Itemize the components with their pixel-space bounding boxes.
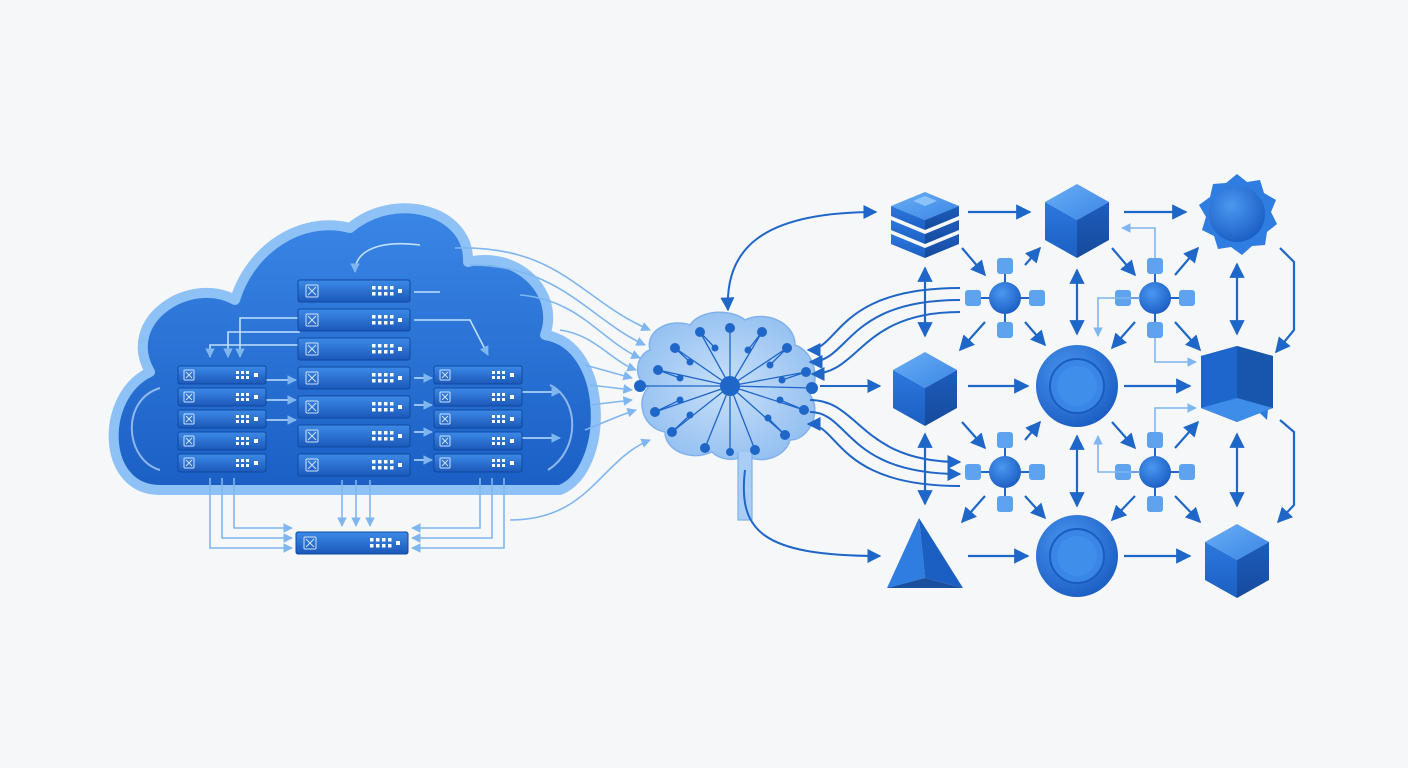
- outer-loop-connectors: [1275, 247, 1296, 524]
- hub-side-connectors: [1093, 223, 1197, 473]
- hub-node-icon: [964, 257, 1046, 339]
- cloud-internal-connectors: [205, 242, 561, 465]
- neural-network-brain-icon: [634, 311, 818, 521]
- network-connectors: [917, 204, 1245, 564]
- server-unit-external: [295, 531, 409, 555]
- cloud-to-brain-connectors: [454, 247, 651, 521]
- cube-icon: [1205, 524, 1269, 598]
- sphere-icon: [1035, 514, 1119, 598]
- server-rack-left: [177, 365, 267, 473]
- hub-node-icon: [964, 431, 1046, 513]
- gear-icon: [1199, 174, 1277, 255]
- server-rack-right: [433, 365, 523, 473]
- tetrahedron-icon: [887, 518, 963, 588]
- cloud-to-external-server-connectors: [209, 478, 505, 553]
- layer-stack-icon: [891, 192, 959, 258]
- cube-icon: [1045, 184, 1109, 258]
- tetrahedron-icon: [1201, 346, 1273, 422]
- cube-icon: [893, 352, 957, 426]
- server-rack-center: [297, 279, 411, 477]
- sphere-icon: [1035, 344, 1119, 428]
